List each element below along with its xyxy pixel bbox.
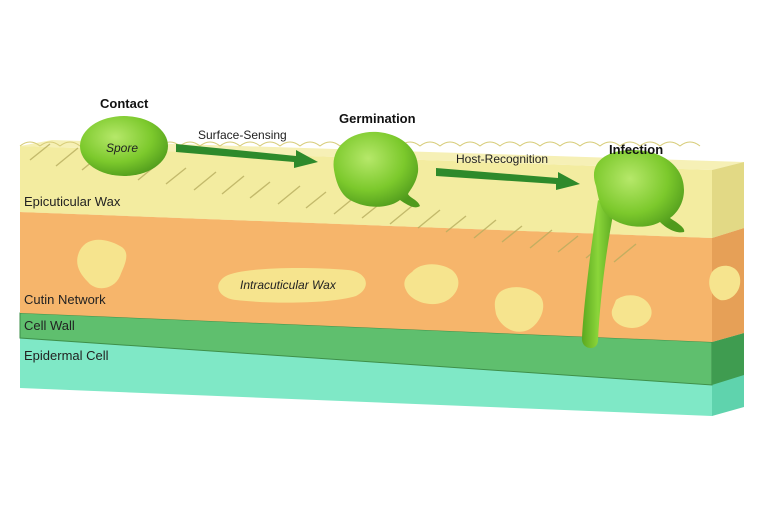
surface-sensing-arrow xyxy=(176,144,318,168)
intracuticular-wax-patches xyxy=(77,239,741,332)
layer-label-cell-wall: Cell Wall xyxy=(24,318,75,333)
wax-patch xyxy=(77,239,127,289)
arrow-label-surface-sensing: Surface-Sensing xyxy=(198,128,287,142)
layer-label-cutin-network: Cutin Network xyxy=(24,292,106,307)
wax-patch xyxy=(494,287,544,332)
wax-patch xyxy=(218,268,366,303)
wax-patch xyxy=(611,295,652,328)
infection-hypha xyxy=(581,200,614,349)
layer-label-epidermal-cell: Epidermal Cell xyxy=(24,348,109,363)
spore-label: Spore xyxy=(106,141,138,155)
wax-patch xyxy=(709,265,741,301)
stage-title-infection: Infection xyxy=(609,142,663,157)
infecting-spore xyxy=(593,150,685,233)
host-recognition-arrow xyxy=(436,168,580,190)
stage-title-contact: Contact xyxy=(100,96,149,111)
contact-spore xyxy=(80,116,168,176)
germinating-spore xyxy=(333,131,420,208)
wax-patch xyxy=(404,264,459,305)
layer-label-epicuticular-wax: Epicuticular Wax xyxy=(24,194,121,209)
stage-title-germination: Germination xyxy=(339,111,416,126)
intracuticular-wax-label: Intracuticular Wax xyxy=(240,278,337,292)
arrow-label-host-recognition: Host-Recognition xyxy=(456,152,548,166)
